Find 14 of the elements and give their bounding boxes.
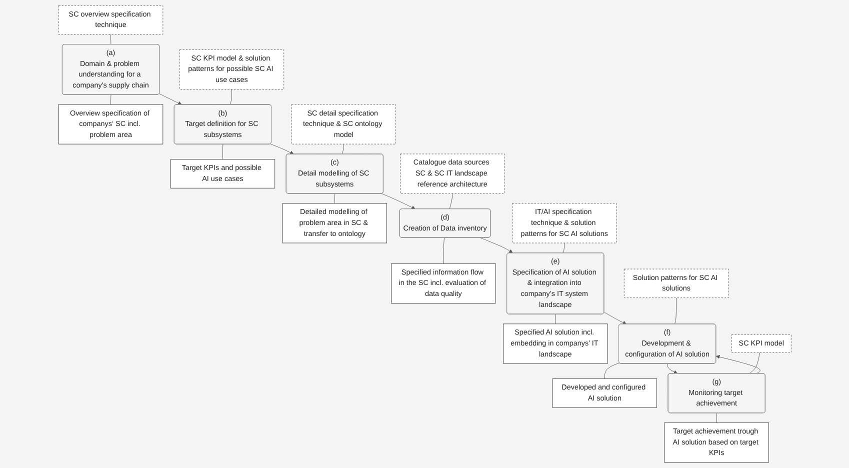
connector [562,242,564,254]
connector [230,89,232,105]
connector [716,412,717,424]
connector [748,352,760,374]
connector [334,194,335,204]
connector [110,34,111,45]
connector [341,144,344,154]
connector [448,193,452,210]
connector [674,298,676,324]
connector [110,94,111,105]
connector [442,238,444,264]
connector [604,362,620,379]
connector [554,314,556,324]
connector [222,144,223,160]
